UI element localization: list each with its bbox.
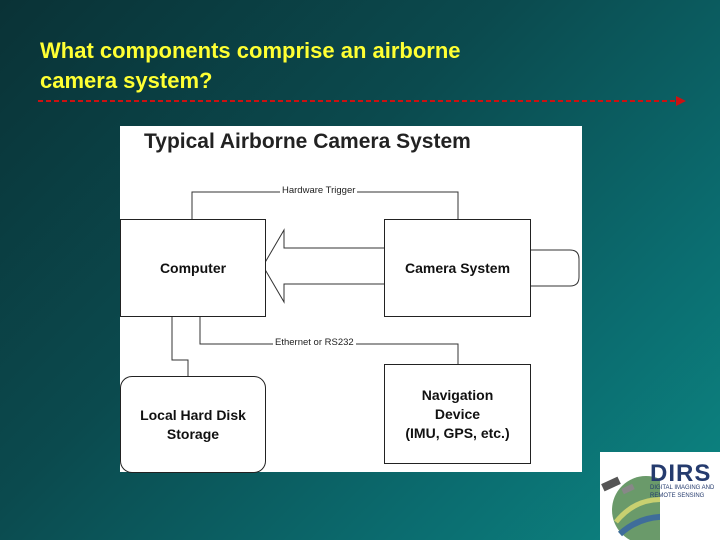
diagram-connectors	[171, 191, 580, 376]
dirs-logo: DIRS DIGITAL IMAGING AND REMOTE SENSING	[600, 452, 720, 540]
slide-title-line-2: camera system?	[40, 68, 213, 93]
title-underline-arrow	[38, 96, 686, 106]
storage-connector	[171, 315, 189, 376]
slide-title-line-1: What components comprise an airborne	[40, 38, 461, 63]
logo-subtitle: DIGITAL IMAGING AND REMOTE SENSING	[650, 485, 715, 499]
data-flow-arrow	[262, 228, 386, 304]
camera-system-diagram: Typical Airborne Camera System Computer …	[120, 126, 582, 473]
slide-title: What components comprise an airborne cam…	[40, 36, 660, 96]
diagram-title: Typical Airborne Camera System	[144, 130, 471, 153]
satellite-globe-icon	[601, 476, 660, 540]
hardware-trigger-label: Hardware Trigger	[280, 185, 358, 196]
logo-wordmark: DIRS	[650, 460, 712, 487]
camera-side-loop	[529, 249, 580, 287]
hardware-trigger-connector	[191, 191, 459, 219]
navigation-device-node: Navigation Device (IMU, GPS, etc.)	[384, 364, 531, 464]
local-storage-node: Local Hard Disk Storage	[120, 376, 266, 473]
ethernet-label: Ethernet or RS232	[273, 337, 356, 348]
camera-system-node: Camera System	[384, 219, 531, 317]
computer-node: Computer	[120, 219, 266, 317]
